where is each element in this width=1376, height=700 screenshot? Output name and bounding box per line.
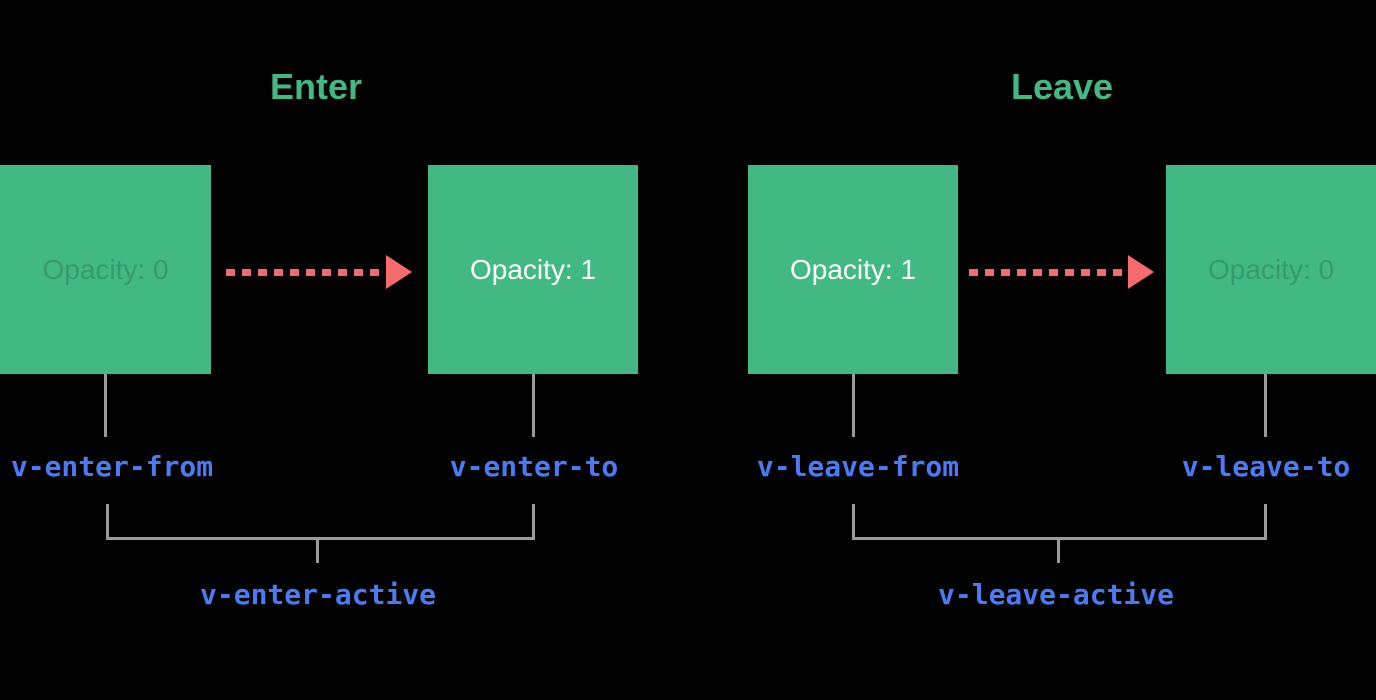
enter-end-state-label: Opacity: 1: [469, 253, 597, 285]
enter-start-state-box: Opacity: 0: [0, 165, 211, 374]
leave-end-state-label: Opacity: 0: [1207, 253, 1335, 285]
enter-to-connector-line: [532, 374, 535, 437]
v-leave-from-label: v-leave-from: [756, 450, 960, 483]
leave-active-connector-line: [1057, 540, 1060, 563]
v-enter-active-label: v-enter-active: [199, 578, 437, 611]
enter-from-connector-line: [104, 374, 107, 437]
v-enter-from-label: v-enter-from: [10, 450, 214, 483]
arrow-dashes: [226, 269, 388, 276]
leave-dashed-arrow-icon: [969, 255, 1154, 289]
leave-start-state-label: Opacity: 1: [789, 253, 917, 285]
arrow-head-icon: [386, 255, 412, 289]
enter-active-connector-line: [316, 540, 319, 563]
leave-start-state-box: Opacity: 1: [748, 165, 958, 374]
arrow-dashes: [969, 269, 1130, 276]
leave-active-bracket: [852, 504, 1267, 540]
enter-active-bracket: [106, 504, 535, 540]
arrow-head-icon: [1128, 255, 1154, 289]
leave-to-connector-line: [1264, 374, 1267, 437]
v-leave-active-label: v-leave-active: [937, 578, 1175, 611]
leave-section-title: Leave: [1010, 66, 1114, 107]
leave-from-connector-line: [852, 374, 855, 437]
enter-start-state-label: Opacity: 0: [42, 253, 169, 285]
leave-end-state-box: Opacity: 0: [1166, 165, 1376, 374]
enter-dashed-arrow-icon: [226, 255, 412, 289]
v-enter-to-label: v-enter-to: [449, 450, 619, 483]
v-leave-to-label: v-leave-to: [1181, 450, 1351, 483]
enter-section-title: Enter: [269, 66, 363, 107]
enter-end-state-box: Opacity: 1: [428, 165, 638, 374]
